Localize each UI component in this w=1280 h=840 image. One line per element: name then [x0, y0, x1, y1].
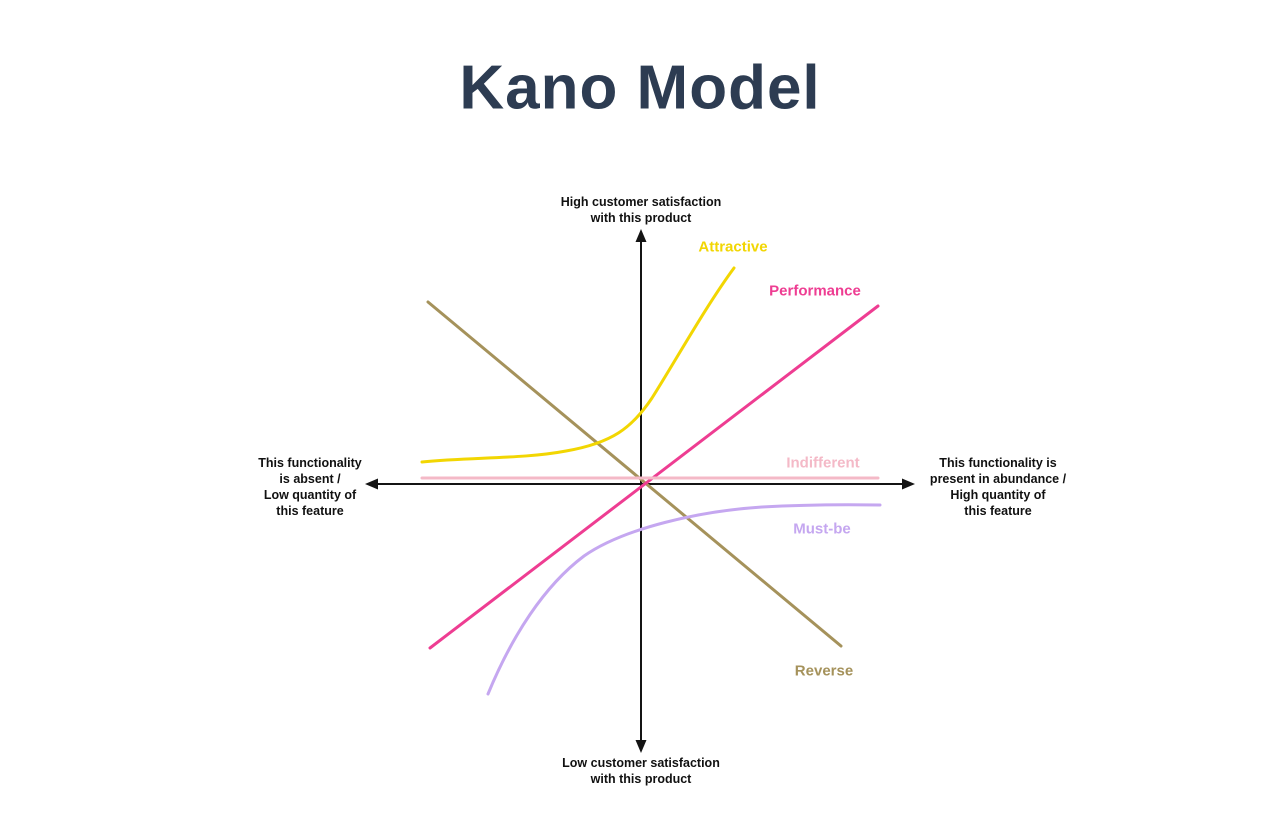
must-be-curve: [486, 503, 882, 696]
axis-label-right: This functionality is present in abundan…: [929, 456, 1067, 518]
attractive-curve: [420, 266, 736, 464]
attractive-curve-label: Attractive: [698, 238, 768, 256]
axis-arrow-up-icon: [635, 229, 647, 242]
page-title: Kano Model: [459, 53, 821, 123]
axis-arrow-left-icon: [365, 478, 378, 490]
axis-label-left: This functionality is absent / Low quant…: [258, 456, 362, 518]
indifferent-curve-label: Indifferent: [786, 454, 860, 472]
reverse-curve: [426, 300, 843, 648]
performance-curve-label: Performance: [769, 282, 861, 300]
reverse-curve-label: Reverse: [794, 662, 854, 680]
axis-label-bottom: Low customer satisfaction with this prod…: [562, 756, 720, 786]
must-be-curve-label: Must-be: [793, 520, 851, 538]
axis-label-top: High customer satisfaction with this pro…: [560, 195, 722, 225]
axis-arrow-down-icon: [635, 740, 647, 753]
axis-arrow-right-icon: [902, 478, 915, 490]
